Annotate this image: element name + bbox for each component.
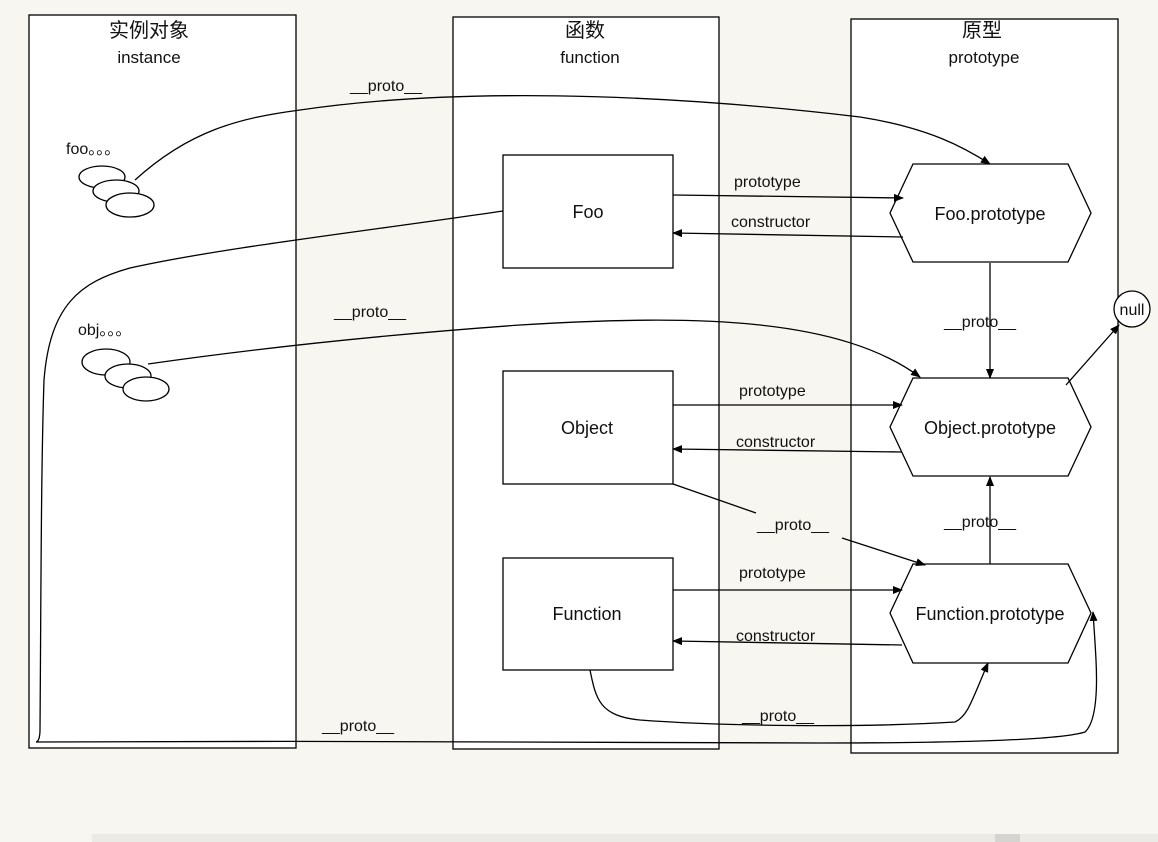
function-constructor-arrow (672, 637, 903, 646)
function-column-title: 函数 (565, 19, 605, 42)
function-prototype-label: Function.prototype (915, 604, 1064, 624)
foo-creates-instance-line (35, 210, 504, 743)
foo-instance-ellipses (78, 165, 155, 218)
foo-function-box (502, 154, 674, 269)
object-function-proto-label: __proto__ (756, 517, 830, 534)
foo-prototype-proto-label: __proto__ (943, 314, 1017, 331)
function-prototype-proto-label: __proto__ (943, 514, 1017, 531)
object-prototype-edge-label: prototype (739, 383, 806, 400)
scrollbar-thumb[interactable] (995, 834, 1020, 842)
foo-prototype-label: Foo.prototype (934, 204, 1045, 224)
function-constructor-edge-label: constructor (736, 628, 816, 645)
function-prototype-edge-label: prototype (739, 565, 806, 582)
object-function-label: Object (561, 418, 613, 438)
foo-prototype-hexagon (889, 163, 1092, 263)
foo-function-label: Foo (572, 202, 603, 222)
foo-instance-proto-label: __proto__ (349, 78, 423, 95)
object-prototype-null-arrow (1065, 324, 1120, 386)
object-prototype-hexagon (889, 377, 1092, 477)
foo-instance-proto-arrow (134, 95, 991, 181)
foo-constructor-arrow (672, 229, 904, 238)
function-function-box (502, 557, 674, 671)
object-function-proto-arrow (672, 483, 925, 565)
prototype-column-subtitle: prototype (949, 48, 1020, 67)
instance-column-title: 实例对象 (109, 19, 189, 42)
prototype-column-title: 原型 (962, 19, 1002, 42)
foo-instance-label: foo。。。 (66, 141, 120, 158)
null-node (1113, 290, 1151, 328)
obj-instance-label: obj。。。 (78, 322, 131, 339)
function-column-subtitle: function (560, 48, 620, 67)
object-function-box (502, 370, 674, 485)
foo-constructor-edge-label: constructor (731, 214, 811, 231)
object-prototype-label: Object.prototype (924, 418, 1056, 438)
foo-prototype-edge-label: prototype (734, 174, 801, 191)
instance-column-subtitle: instance (117, 48, 180, 67)
bottom-proto-arrow (35, 611, 1098, 744)
null-label: null (1120, 302, 1145, 319)
object-constructor-arrow (672, 445, 903, 454)
function-self-proto-arrow (589, 662, 989, 727)
function-self-proto-label: __proto__ (741, 708, 815, 725)
obj-instance-proto-label: __proto__ (333, 304, 407, 321)
horizontal-scrollbar[interactable] (92, 834, 1158, 842)
obj-instance-proto-arrow (147, 319, 921, 378)
object-constructor-edge-label: constructor (736, 434, 816, 451)
bottom-proto-label: __proto__ (321, 718, 395, 735)
foo-prototype-arrow (672, 193, 904, 202)
obj-instance-ellipses (81, 348, 170, 402)
function-function-label: Function (552, 604, 621, 624)
